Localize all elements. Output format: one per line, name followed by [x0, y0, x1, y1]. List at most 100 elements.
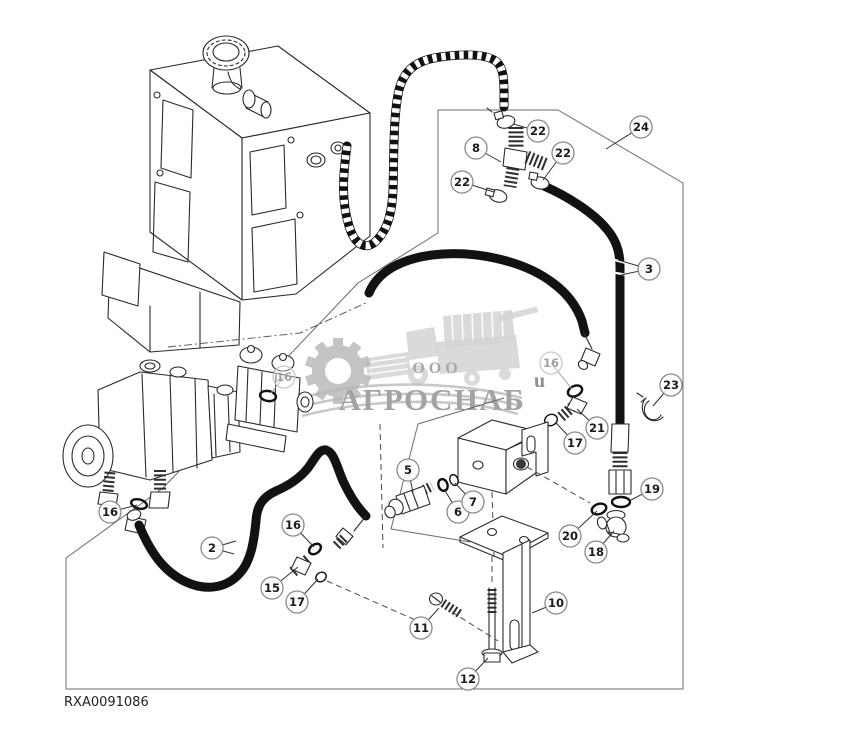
callout-number: 10	[548, 596, 564, 610]
callout-bubble[interactable]	[558, 524, 582, 548]
watermark: ООО АГРОСНАБ u	[296, 306, 545, 418]
callout-bubble[interactable]	[285, 590, 309, 614]
tee-fitting-8	[502, 127, 550, 189]
callout-bubble[interactable]	[637, 257, 661, 281]
callout-number: 23	[663, 378, 679, 392]
callout-bubble[interactable]	[563, 431, 587, 455]
bracket-10	[459, 515, 549, 664]
callout-24[interactable]: 24	[605, 115, 653, 150]
callout-bubble[interactable]	[456, 667, 480, 691]
callout-number: 22	[454, 175, 470, 189]
o-ring-16-hose2	[307, 542, 323, 556]
callout-bubble[interactable]	[544, 591, 568, 615]
phantom-line	[167, 301, 369, 348]
callout-leader	[550, 362, 573, 390]
callout-22[interactable]: 22	[512, 119, 550, 143]
callout-2[interactable]: 2	[200, 536, 237, 560]
callout-number: 5	[404, 463, 412, 477]
callout-bubble[interactable]	[200, 536, 224, 560]
clamp-23	[636, 392, 664, 422]
watermark-prefix: ООО	[412, 360, 461, 377]
clamp-22-a	[486, 107, 516, 129]
watermark-fragment: u	[534, 370, 545, 392]
suction-hose	[339, 50, 509, 251]
callout-number: 16	[543, 356, 559, 370]
callout-20[interactable]: 20	[558, 510, 598, 548]
callout-23[interactable]: 23	[652, 373, 683, 407]
callout-bubble[interactable]	[98, 500, 122, 524]
fitting-15-group	[289, 542, 327, 583]
clamp-22-c	[484, 187, 508, 203]
callout-bubble[interactable]	[584, 540, 608, 564]
callout-number: 17	[567, 436, 583, 450]
callout-16[interactable]: 16	[270, 365, 296, 394]
callout-17[interactable]: 17	[555, 422, 587, 455]
elbow-18-group	[590, 495, 632, 543]
callout-number: 21	[589, 421, 605, 435]
callout-number: 24	[633, 120, 649, 134]
callout-bubble[interactable]	[640, 477, 664, 501]
mount-block	[457, 419, 549, 495]
callout-15[interactable]: 15	[260, 566, 299, 600]
filler-cap	[202, 35, 250, 95]
callout-17[interactable]: 17	[285, 578, 319, 614]
callout-bubble[interactable]	[281, 513, 305, 537]
o-ring-16-pump	[129, 497, 149, 511]
callout-bubble[interactable]	[464, 136, 488, 160]
callout-7[interactable]: 7	[454, 482, 485, 514]
callout-10[interactable]: 10	[531, 591, 568, 615]
callout-16[interactable]: 16	[98, 500, 138, 524]
breather-fitting	[242, 89, 272, 119]
callout-bubble[interactable]	[260, 576, 284, 600]
watermark-name: АГРОСНАБ	[339, 382, 526, 417]
callout-bubble[interactable]	[450, 170, 474, 194]
callout-number: 3	[645, 262, 653, 276]
callout-22[interactable]: 22	[450, 170, 495, 194]
callout-number: 12	[460, 672, 476, 686]
callout-bubble[interactable]	[659, 373, 683, 397]
pump-assembly	[62, 359, 241, 535]
callout-bubble[interactable]	[396, 458, 420, 482]
callout-bubble[interactable]	[585, 416, 609, 440]
callout-number: 17	[289, 595, 305, 609]
callout-number: 6	[454, 505, 462, 519]
clamp-22-b	[528, 171, 550, 190]
o-ring-6	[437, 477, 449, 493]
callout-18[interactable]: 18	[584, 530, 615, 564]
callout-16[interactable]: 16	[539, 351, 573, 390]
hose-2	[134, 445, 371, 592]
callout-number: 18	[588, 545, 604, 559]
callout-bubble[interactable]	[526, 119, 550, 143]
callout-3[interactable]: 3	[617, 257, 661, 281]
hose-3	[539, 181, 632, 495]
callout-number: 7	[469, 495, 477, 509]
callout-22[interactable]: 22	[542, 141, 575, 181]
callout-number: 8	[472, 141, 480, 155]
callout-5[interactable]: 5	[396, 458, 420, 493]
callout-21[interactable]: 21	[576, 408, 609, 440]
callout-12[interactable]: 12	[456, 657, 489, 691]
callout-bubble[interactable]	[409, 616, 433, 640]
callout-number: 22	[555, 146, 571, 160]
callout-bubble[interactable]	[272, 365, 296, 389]
part-number: RXA0091086	[64, 695, 149, 710]
return-hose-arc	[364, 249, 601, 370]
callout-number: 19	[644, 482, 660, 496]
callout-11[interactable]: 11	[409, 607, 440, 640]
callout-8[interactable]: 8	[464, 136, 502, 163]
callout-bubble[interactable]	[539, 351, 563, 375]
callout-number: 16	[276, 370, 292, 384]
callout-number: 22	[530, 124, 546, 138]
callout-bubble[interactable]	[551, 141, 575, 165]
o-ring-19	[610, 495, 632, 509]
fuel-tank	[101, 35, 371, 353]
tank-outlet-fittings	[306, 141, 346, 168]
callout-number: 2	[208, 541, 216, 555]
o-ring-20	[590, 502, 608, 516]
callout-19[interactable]: 19	[630, 477, 664, 501]
callout-16[interactable]: 16	[281, 513, 315, 548]
callout-bubble[interactable]	[629, 115, 653, 139]
test-fitting-5	[384, 473, 459, 519]
callout-bubble[interactable]	[461, 490, 485, 514]
